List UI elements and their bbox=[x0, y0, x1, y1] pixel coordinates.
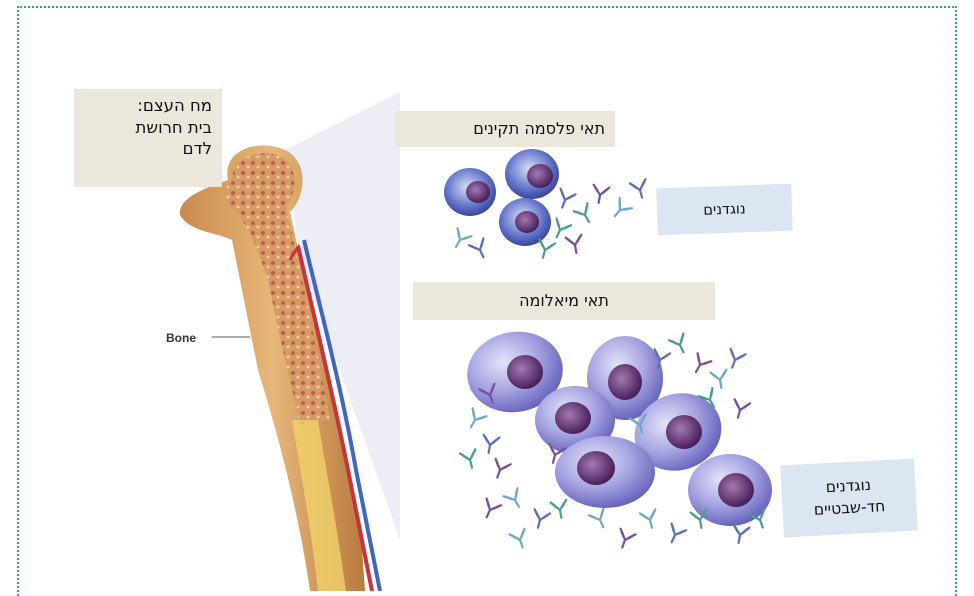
antibody-glyph bbox=[725, 349, 746, 370]
antibody-glyph bbox=[530, 509, 550, 530]
antibody-glyph bbox=[464, 408, 486, 431]
antibody-glyph bbox=[591, 185, 610, 205]
label-bone: Bone bbox=[166, 331, 196, 345]
antibody-glyph bbox=[615, 529, 636, 550]
label-bone-marrow: מח העצם: בית חרושת לדם bbox=[74, 89, 222, 187]
antibody-glyph bbox=[689, 353, 711, 376]
antibody-glyph bbox=[609, 198, 632, 221]
antibody-glyph bbox=[504, 488, 526, 511]
antibody-glyph bbox=[574, 203, 596, 226]
antibody-glyph bbox=[490, 459, 511, 480]
label-myeloma-cells: תאי מיאלומה bbox=[413, 282, 715, 320]
label-bone-marrow-line2: בית חרושת bbox=[74, 117, 212, 139]
antibody-glyph bbox=[460, 449, 480, 470]
label-normal-plasma-cells: תאי פלסמה תקינים bbox=[395, 111, 615, 147]
antibody-glyph bbox=[549, 218, 571, 240]
antibody-glyph bbox=[555, 189, 576, 210]
label-antibodies: נוגדנים bbox=[656, 184, 793, 236]
label-monoclonal-antibodies: נוגדנים חד-שבטיים bbox=[780, 459, 918, 538]
antibody-glyph bbox=[551, 500, 570, 520]
antibody-glyph bbox=[669, 333, 691, 355]
antibody-glyph bbox=[566, 235, 585, 255]
antibody-glyph bbox=[479, 498, 501, 520]
antibody-glyph bbox=[469, 238, 491, 260]
antibody-glyph bbox=[509, 529, 530, 550]
label-bone-marrow-line3: לדם bbox=[74, 138, 212, 160]
antibody-glyph bbox=[449, 228, 471, 251]
antibody-glyph bbox=[589, 508, 611, 530]
antibody-glyph bbox=[630, 179, 650, 200]
antibody-glyph bbox=[730, 399, 750, 420]
antibody-glyph bbox=[711, 370, 730, 390]
antibody-glyph bbox=[640, 509, 660, 530]
antibody-glyph bbox=[731, 525, 750, 545]
antibody-glyph bbox=[664, 523, 686, 545]
label-bone-marrow-line1: מח העצם: bbox=[74, 95, 212, 117]
plasma-cells bbox=[444, 149, 559, 246]
myeloma-cells bbox=[461, 324, 772, 526]
antibody-glyph bbox=[481, 435, 500, 455]
